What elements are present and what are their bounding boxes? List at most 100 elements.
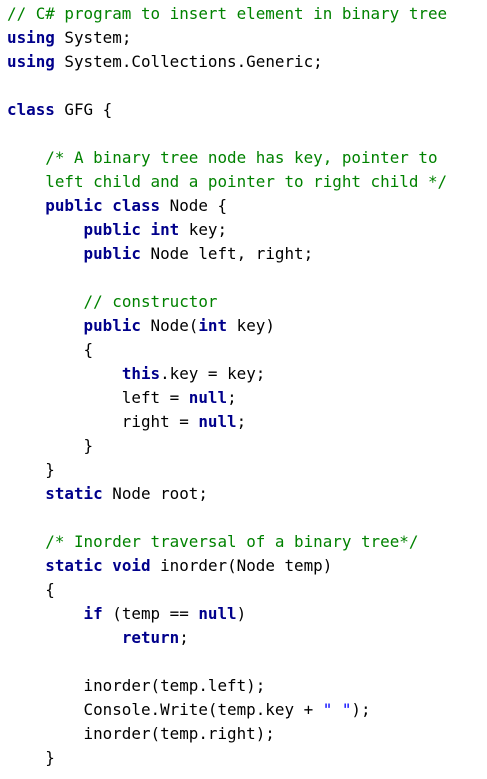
code-line: public int key; [7, 218, 487, 242]
code-token-keyword: return [121, 628, 180, 647]
code-token-keyword: class [112, 196, 161, 215]
code-token-text [7, 628, 122, 647]
code-token-keyword: static [45, 556, 103, 575]
code-token-text [7, 556, 45, 575]
code-token-text: key; [179, 220, 228, 239]
code-line [7, 74, 487, 98]
code-token-text: .key = key; [160, 364, 266, 383]
code-token-text [7, 484, 45, 503]
code-token-keyword: null [188, 388, 228, 407]
code-token-text: } [7, 460, 55, 479]
code-token-keyword: void [112, 556, 151, 575]
code-line: } [7, 746, 487, 770]
code-line: inorder(temp.left); [7, 674, 487, 698]
code-line [7, 122, 487, 146]
code-line: static void inorder(Node temp) [7, 554, 487, 578]
code-line: using System; [7, 26, 487, 50]
code-token-text: { [7, 580, 55, 599]
code-token-text: Node root; [102, 484, 208, 503]
code-token-text: Console.Write(temp.key + [7, 700, 323, 719]
code-token-text [7, 172, 45, 191]
code-line: static Node root; [7, 482, 487, 506]
code-token-text: key) [227, 316, 275, 335]
code-line: // C# program to insert element in binar… [7, 2, 487, 26]
code-token-text: System.Collections.Generic; [54, 52, 323, 71]
code-token-string: " " [322, 700, 352, 719]
code-line: left = null; [7, 386, 487, 410]
code-line: right = null; [7, 410, 487, 434]
code-token-text: Node { [160, 196, 228, 215]
code-line: inorder(temp.right); [7, 722, 487, 746]
code-line: { [7, 578, 487, 602]
code-token-keyword: if [83, 604, 103, 623]
code-line: /* A binary tree node has key, pointer t… [7, 146, 487, 170]
code-token-keyword: public [83, 244, 141, 263]
code-token-text [103, 556, 113, 575]
code-token-text: } [7, 748, 55, 767]
code-token-keyword: this [121, 364, 161, 383]
code-token-keyword: null [198, 604, 237, 623]
code-token-comment: // C# program to insert element in binar… [7, 4, 448, 23]
code-token-text: right = [7, 412, 199, 431]
code-token-keyword: class [7, 100, 55, 119]
code-token-text: inorder(temp.right); [7, 724, 275, 743]
code-token-comment: /* A binary tree node has key, pointer t… [45, 148, 438, 167]
code-line: class GFG { [7, 98, 487, 122]
code-token-text: Node( [140, 316, 199, 335]
code-token-text: GFG { [54, 100, 113, 119]
code-line: public class Node { [7, 194, 487, 218]
code-token-text [7, 148, 45, 167]
code-line: // constructor [7, 290, 487, 314]
code-token-text: ; [227, 388, 237, 407]
code-token-keyword: public [45, 196, 103, 215]
code-token-comment: /* Inorder traversal of a binary tree*/ [45, 532, 419, 551]
code-token-keyword: using [7, 28, 55, 47]
code-line: { [7, 338, 487, 362]
code-token-text [7, 316, 84, 335]
code-token-comment: left child and a pointer to right child … [45, 172, 448, 191]
code-token-text: } [7, 436, 94, 455]
code-token-text [7, 292, 84, 311]
code-token-keyword: using [7, 52, 55, 71]
code-token-keyword: int [198, 316, 228, 335]
code-token-text: inorder(temp.left); [7, 676, 266, 695]
code-token-text [7, 364, 122, 383]
code-token-keyword: public [83, 220, 141, 239]
code-line [7, 266, 487, 290]
code-token-text: inorder(Node temp) [150, 556, 333, 575]
code-token-text [7, 532, 45, 551]
code-token-text: ; [236, 412, 247, 431]
code-line: using System.Collections.Generic; [7, 50, 487, 74]
code-token-text [141, 220, 151, 239]
code-line: Console.Write(temp.key + " "); [7, 698, 487, 722]
code-token-keyword: null [198, 412, 237, 431]
code-token-text: ; [179, 628, 189, 647]
code-line: public Node left, right; [7, 242, 487, 266]
code-line: /* Inorder traversal of a binary tree*/ [7, 530, 487, 554]
code-token-text [7, 244, 84, 263]
code-line: } [7, 434, 487, 458]
code-token-text [103, 196, 113, 215]
code-token-comment: // constructor [83, 292, 218, 311]
code-token-text [7, 604, 84, 623]
code-token-keyword: int [150, 220, 180, 239]
code-line: this.key = key; [7, 362, 487, 386]
code-line: if (temp == null) [7, 602, 487, 626]
code-token-text [7, 220, 84, 239]
code-token-keyword: public [83, 316, 141, 335]
code-token-text: { [7, 340, 94, 359]
code-token-text [7, 196, 45, 215]
code-line [7, 650, 487, 674]
code-line [7, 506, 487, 530]
code-token-text: Node left, right; [140, 244, 314, 263]
code-token-text: ); [351, 700, 371, 719]
code-token-text: left = [7, 388, 189, 407]
code-token-text: System; [54, 28, 132, 47]
code-line: left child and a pointer to right child … [7, 170, 487, 194]
code-token-text: ) [236, 604, 247, 623]
code-token-text: (temp == [102, 604, 199, 623]
code-token-keyword: static [45, 484, 103, 503]
code-line: } [7, 458, 487, 482]
code-line: return; [7, 626, 487, 650]
